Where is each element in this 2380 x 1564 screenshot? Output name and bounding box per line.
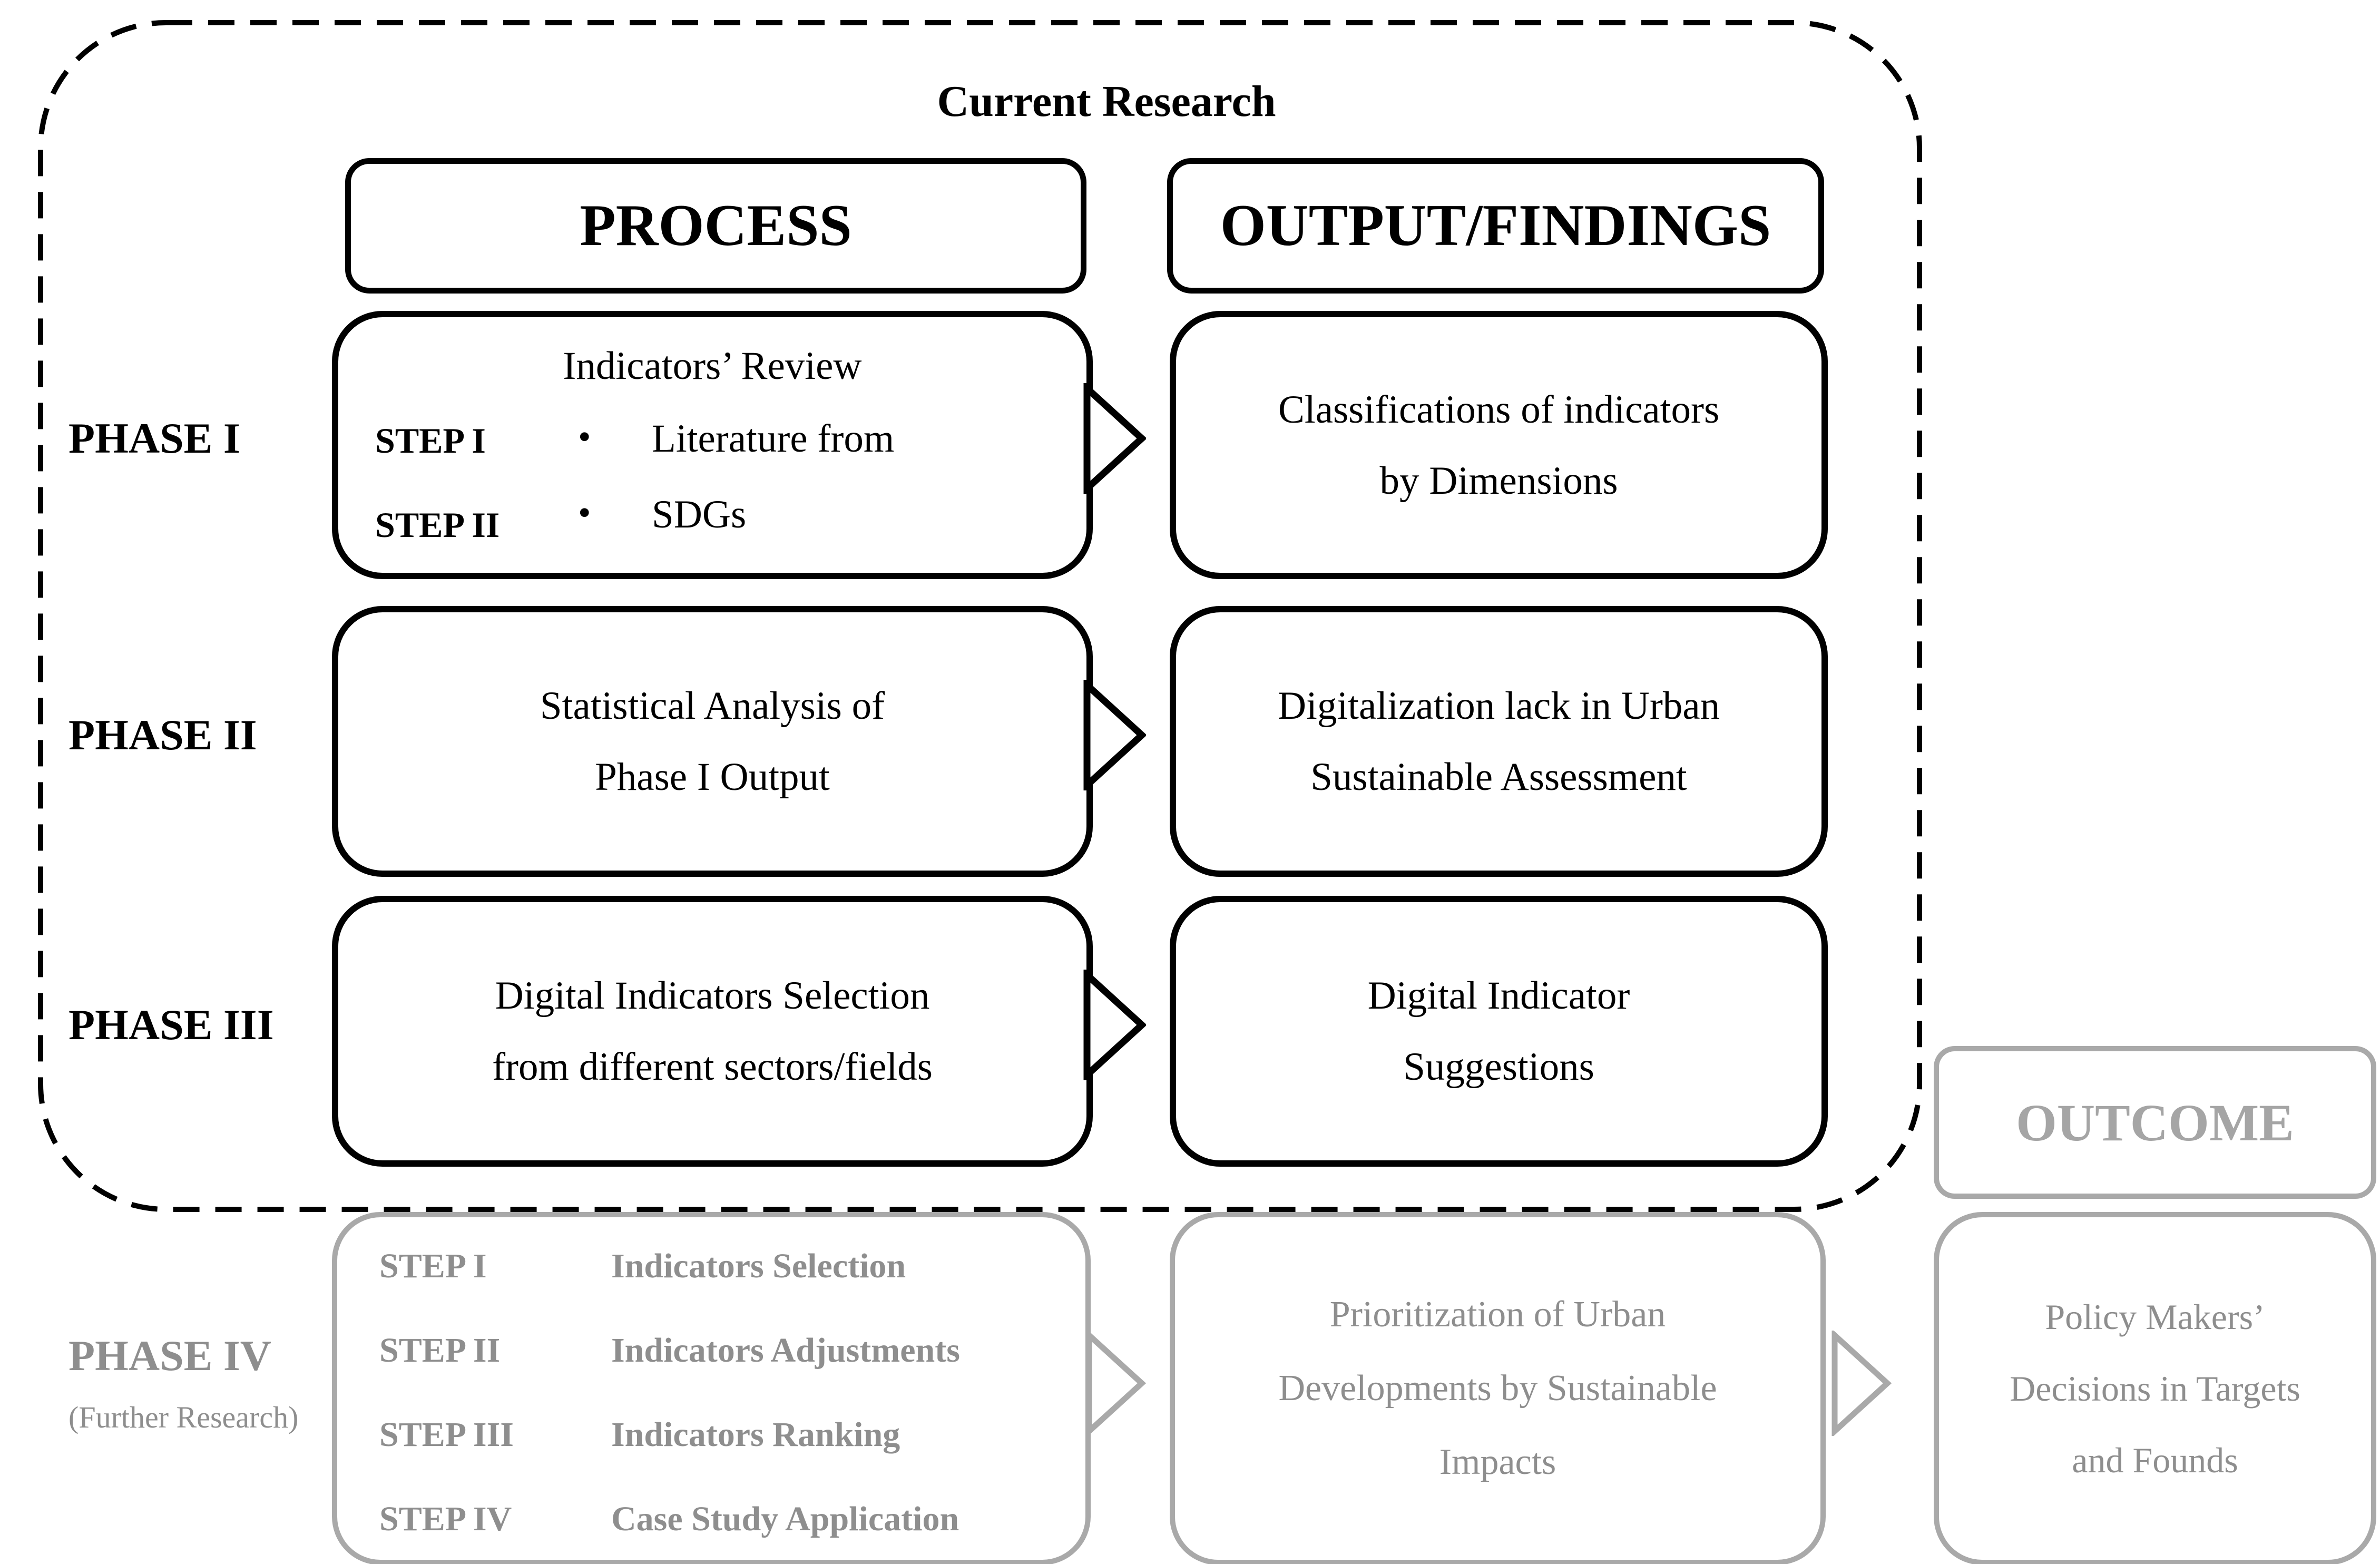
prioritization-line-1: Prioritization of Urban bbox=[1329, 1294, 1666, 1335]
indicators-review-title: Indicators’ Review bbox=[563, 344, 862, 388]
phase-2-output-line-1: Digitalization lack in Urban bbox=[1277, 684, 1720, 728]
phase-4-prioritization-box: Prioritization of Urban Developments by … bbox=[1170, 1212, 1826, 1564]
phase-2-output-box: Digitalization lack in Urban Sustainable… bbox=[1170, 606, 1828, 877]
arrow-right-icon bbox=[1083, 680, 1146, 790]
outcome-header-label: OUTCOME bbox=[2016, 1093, 2294, 1152]
phase-3-process-line-2: from different sectors/fields bbox=[492, 1045, 933, 1089]
phase-4-step-1-label: STEP I bbox=[379, 1247, 487, 1285]
phase-3-output-line-1: Digital Indicator bbox=[1367, 974, 1630, 1018]
phase-3-label: PHASE III bbox=[68, 896, 332, 1154]
phase-1-output-line-2: by Dimensions bbox=[1379, 458, 1618, 503]
arrow-right-icon bbox=[1083, 970, 1146, 1080]
phase-4-policy-box: Policy Makers’ Decisions in Targets and … bbox=[1934, 1212, 2376, 1564]
process-column-header: PROCESS bbox=[345, 158, 1086, 294]
phase-1-output-box: Classifications of indicators by Dimensi… bbox=[1170, 311, 1828, 579]
phase-4-step-2-text: Indicators Adjustments bbox=[611, 1331, 960, 1370]
arrow-right-icon bbox=[1086, 1331, 1146, 1436]
phase-2-process-line-2: Phase I Output bbox=[595, 755, 830, 799]
phase-2-process-line-1: Statistical Analysis of bbox=[540, 684, 885, 728]
phase-2-label: PHASE II bbox=[68, 606, 332, 864]
phase-3-output-line-2: Suggestions bbox=[1403, 1045, 1594, 1089]
phase-3-process-line-1: Digital Indicators Selection bbox=[495, 974, 930, 1018]
phase-1-step-2-label: STEP II bbox=[375, 505, 500, 545]
bullet-icon: • bbox=[578, 493, 591, 533]
phase-4-step-3-label: STEP III bbox=[379, 1415, 514, 1454]
phase-4-label-text: PHASE IV bbox=[68, 1332, 272, 1380]
phase-3-output-box: Digital Indicator Suggestions bbox=[1170, 896, 1828, 1167]
process-header-label: PROCESS bbox=[580, 193, 852, 258]
phase-1-step-1-label: STEP I bbox=[375, 421, 486, 461]
current-research-dashed-border bbox=[38, 20, 1922, 1212]
phase-1-label: PHASE I bbox=[68, 311, 332, 566]
phase-1-process-box: Indicators’ Review STEP I • Literature f… bbox=[332, 311, 1093, 579]
phase-2-label-text: PHASE II bbox=[68, 710, 257, 759]
arrow-right-icon bbox=[1831, 1331, 1892, 1436]
phase-3-process-box: Digital Indicators Selection from differ… bbox=[332, 896, 1093, 1167]
phase-1-output-line-1: Classifications of indicators bbox=[1278, 387, 1720, 432]
prioritization-line-2: Developments by Sustainable bbox=[1278, 1368, 1717, 1409]
policy-line-2: Decisions in Targets bbox=[2010, 1368, 2300, 1409]
phase-4-label: PHASE IV (Further Research) bbox=[68, 1212, 332, 1555]
phase-1-label-text: PHASE I bbox=[68, 414, 240, 463]
outcome-column-header: OUTCOME bbox=[1934, 1046, 2376, 1199]
bullet-icon: • bbox=[578, 417, 591, 457]
phase-4-step-1-text: Indicators Selection bbox=[611, 1247, 906, 1285]
phase-4-step-3-text: Indicators Ranking bbox=[611, 1415, 900, 1454]
output-findings-header-label: OUTPUT/FINDINGS bbox=[1220, 193, 1771, 258]
phase-4-step-2-label: STEP II bbox=[379, 1331, 501, 1370]
phase-4-process-box: STEP I Indicators Selection STEP II Indi… bbox=[332, 1212, 1091, 1564]
policy-line-3: and Founds bbox=[2072, 1440, 2238, 1480]
phase-1-step-2-text: SDGs bbox=[652, 493, 747, 536]
phase-2-process-box: Statistical Analysis of Phase I Output bbox=[332, 606, 1093, 877]
phase-4-step-4-text: Case Study Application bbox=[611, 1500, 959, 1538]
phase-2-output-line-2: Sustainable Assessment bbox=[1310, 755, 1687, 799]
phase-4-sublabel: (Further Research) bbox=[68, 1400, 299, 1435]
phase-4-step-4-label: STEP IV bbox=[379, 1500, 512, 1538]
phase-3-label-text: PHASE III bbox=[68, 1000, 274, 1049]
policy-line-1: Policy Makers’ bbox=[2045, 1297, 2265, 1337]
phase-1-step-1-text: Literature from bbox=[652, 417, 895, 461]
arrow-right-icon bbox=[1083, 383, 1146, 494]
diagram-title: Current Research bbox=[937, 77, 1276, 126]
output-findings-column-header: OUTPUT/FINDINGS bbox=[1167, 158, 1824, 294]
prioritization-line-3: Impacts bbox=[1439, 1442, 1556, 1482]
